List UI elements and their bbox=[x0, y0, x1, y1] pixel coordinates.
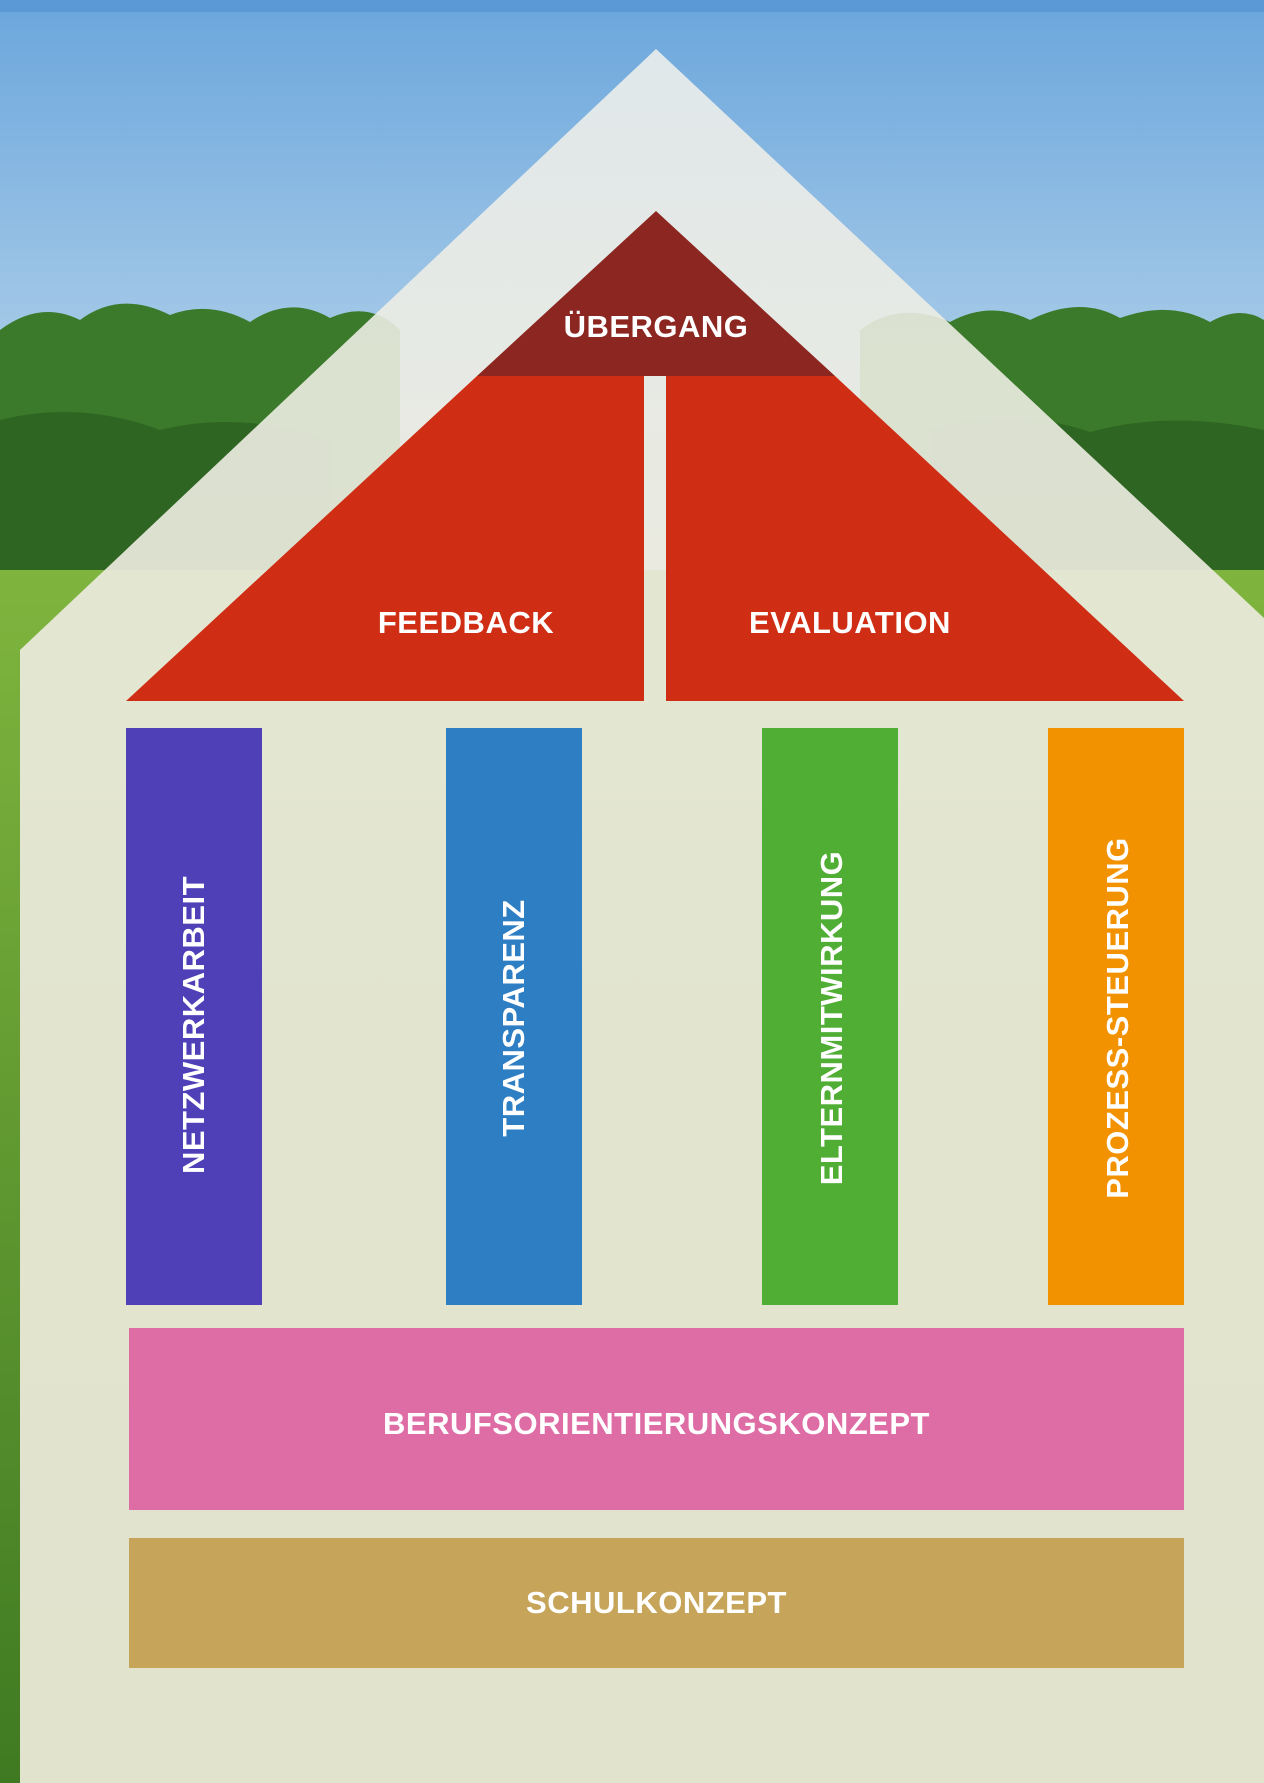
roof-label-uebergang: ÜBERGANG bbox=[563, 309, 749, 344]
band-label-berufsorientierungskonzept: BERUFSORIENTIERUNGSKONZEPT bbox=[383, 1406, 930, 1441]
roof-label-evaluation: EVALUATION bbox=[749, 605, 951, 640]
pillar-label-transparenz: TRANSPARENZ bbox=[496, 899, 531, 1137]
roof-right-wing bbox=[666, 376, 1184, 701]
band-schulkonzept bbox=[129, 1538, 1184, 1668]
roof-top-triangle bbox=[477, 211, 835, 376]
roof-label-feedback: FEEDBACK bbox=[377, 605, 555, 640]
band-berufsorientierungskonzept bbox=[129, 1328, 1184, 1510]
pillar-transparenz bbox=[446, 728, 582, 1305]
pillar-label-elternmitwirkung: ELTERNMITWIRKUNG bbox=[814, 850, 849, 1186]
top-strip bbox=[0, 0, 1264, 12]
pillar-netzwerkarbeit bbox=[126, 728, 262, 1305]
pillar-label-netzwerkarbeit: NETZWERKARBEIT bbox=[176, 875, 211, 1175]
pillar-elternmitwirkung bbox=[762, 728, 898, 1305]
pillar-prozess-steuerung bbox=[1048, 728, 1184, 1305]
pillar-label-prozess-steuerung: PROZESS-STEUERUNG bbox=[1100, 837, 1135, 1199]
roof-left-wing bbox=[126, 376, 644, 701]
band-label-schulkonzept: SCHULKONZEPT bbox=[526, 1585, 787, 1620]
